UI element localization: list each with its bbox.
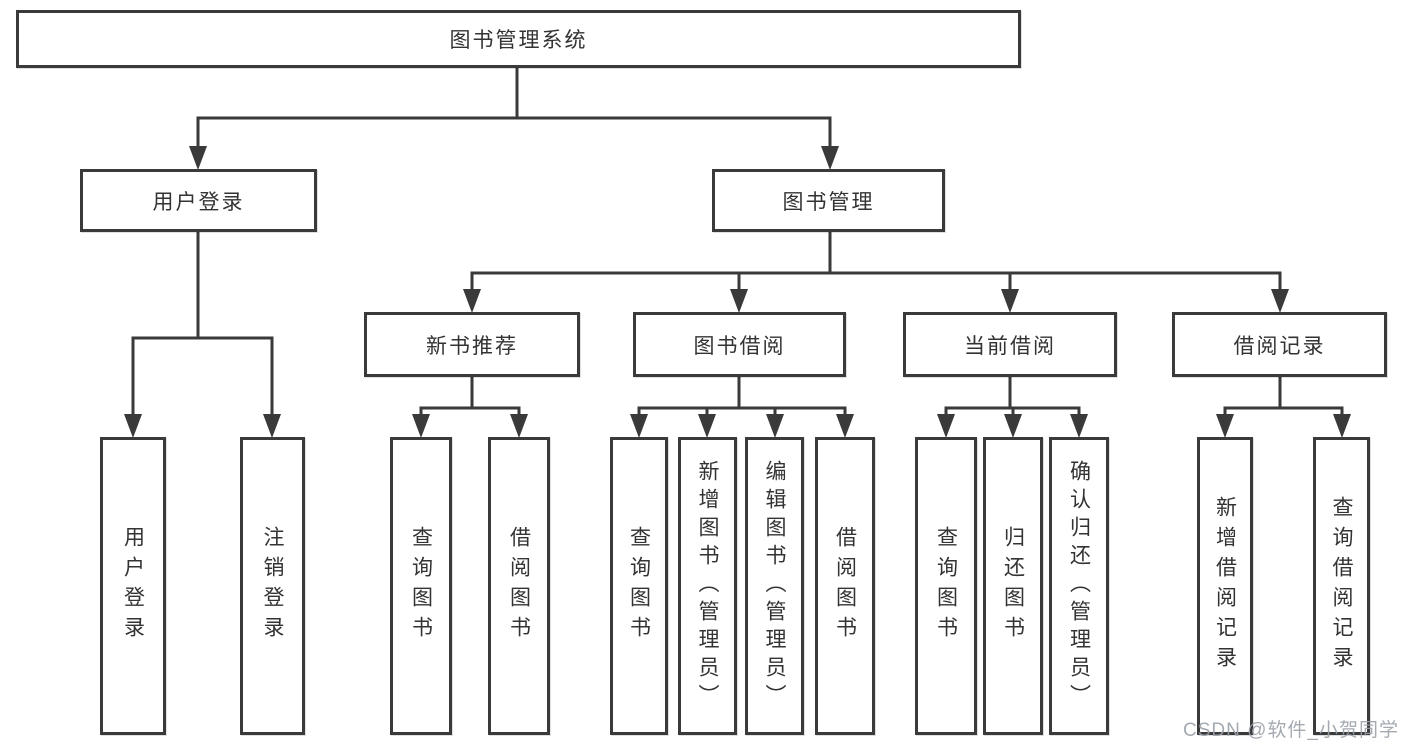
leaf-br-add-record: 新增借阅记录 [1197,437,1253,735]
leaf-user-login-label: 用户登录 [121,526,145,646]
leaf-br-query-record-label: 查询借阅记录 [1330,496,1353,676]
node-borrow-record: 借阅记录 [1172,312,1387,377]
watermark-text: CSDN @软件_小贺同学 [1183,720,1399,741]
leaf-logout-label: 注销登录 [261,526,284,646]
node-book-borrow: 图书借阅 [633,312,846,377]
leaf-logout: 注销登录 [240,437,305,735]
leaf-cb-query-book-label: 查询图书 [934,526,958,646]
leaf-cb-return-book: 归还图书 [983,437,1043,735]
leaf-nb-borrow-book: 借阅图书 [488,437,550,735]
node-root: 图书管理系统 [16,10,1021,68]
node-user-login: 用户登录 [80,169,317,232]
leaf-bb-edit-book-admin: 编辑图书（管理员） [745,437,804,735]
leaf-nb-borrow-book-label: 借阅图书 [507,526,531,646]
leaf-nb-query-book-label: 查询图书 [409,526,433,646]
leaf-br-query-record: 查询借阅记录 [1313,437,1370,735]
leaf-cb-query-book: 查询图书 [915,437,977,735]
node-current-borrow: 当前借阅 [903,312,1117,377]
leaf-bb-borrow-book-label: 借阅图书 [833,526,857,646]
node-new-book-recommend: 新书推荐 [364,312,580,377]
leaf-cb-confirm-return-admin: 确认归还（管理员） [1049,437,1109,735]
leaf-bb-edit-book-admin-label: 编辑图书（管理员） [763,460,786,712]
leaf-bb-add-book-admin: 新增图书（管理员） [678,437,737,735]
leaf-bb-query-book-label: 查询图书 [627,526,651,646]
leaf-cb-confirm-return-admin-label: 确认归还（管理员） [1067,460,1091,712]
leaf-br-add-record-label: 新增借阅记录 [1213,496,1237,676]
leaf-bb-borrow-book: 借阅图书 [815,437,875,735]
leaf-bb-query-book: 查询图书 [610,437,668,735]
leaf-nb-query-book: 查询图书 [390,437,452,735]
leaf-cb-return-book-label: 归还图书 [1001,526,1025,646]
leaf-user-login: 用户登录 [100,437,166,735]
leaf-bb-add-book-admin-label: 新增图书（管理员） [696,460,719,712]
node-book-management: 图书管理 [712,169,945,232]
